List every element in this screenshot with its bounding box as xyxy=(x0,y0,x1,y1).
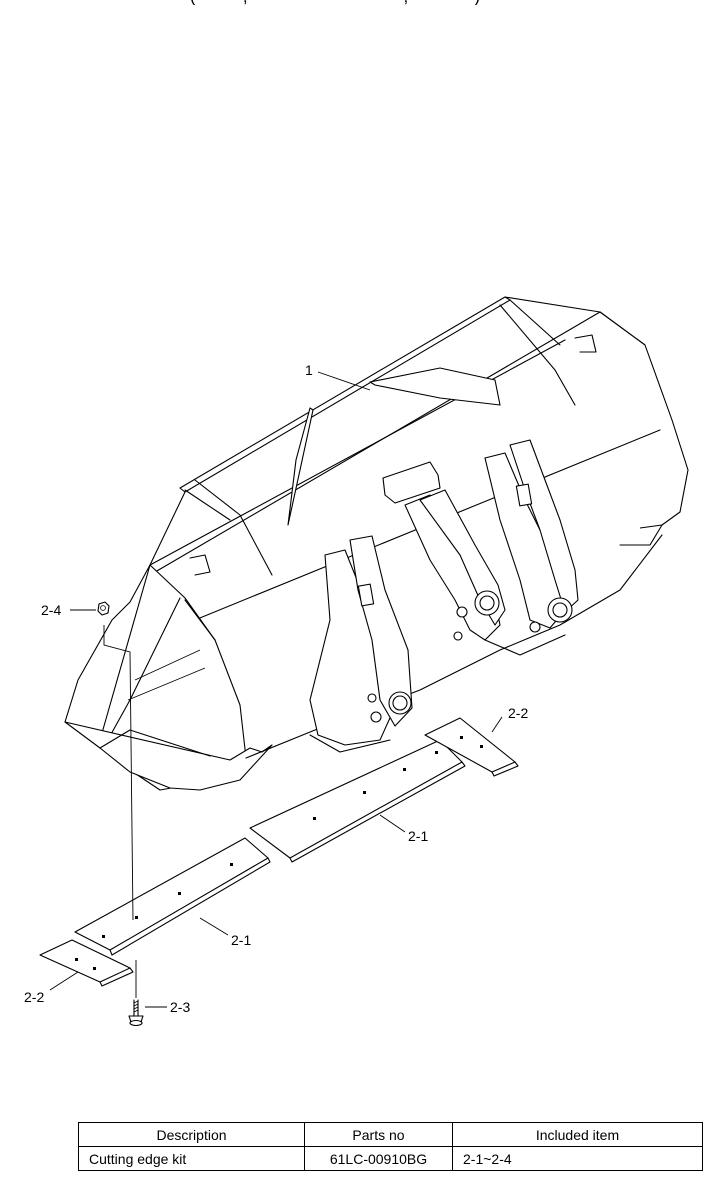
plow-bolt xyxy=(128,999,144,1027)
leader-lines xyxy=(49,371,503,1008)
callout-corner-right: 2-2 xyxy=(508,705,528,721)
cutting-edge-left xyxy=(74,837,271,956)
callout-edge-left: 2-1 xyxy=(231,932,251,948)
callout-bolt: 2-3 xyxy=(170,999,190,1015)
cell-included-item: 2-1~2-4 xyxy=(452,1146,703,1171)
parts-table: Description Parts no Included item Cutti… xyxy=(78,1122,703,1171)
cell-description: Cutting edge kit xyxy=(78,1146,305,1171)
cutting-edge-right xyxy=(249,739,466,863)
corner-piece-left xyxy=(39,939,134,987)
header-description: Description xyxy=(78,1122,305,1147)
callout-edge-right: 2-1 xyxy=(408,828,428,844)
cell-parts-no: 61LC-00910BG xyxy=(304,1146,453,1171)
bucket-assembly xyxy=(64,296,689,791)
callout-nut: 2-4 xyxy=(41,602,61,618)
callout-bucket: 1 xyxy=(305,362,313,378)
callout-corner-left: 2-2 xyxy=(24,989,44,1005)
page-header-fragment: ( , , ) xyxy=(190,0,630,5)
hex-nut xyxy=(97,601,110,616)
assembly-centerlines xyxy=(103,625,137,998)
corner-piece-right xyxy=(424,717,519,777)
table-header-row: Description Parts no Included item xyxy=(78,1122,703,1147)
header-parts-no: Parts no xyxy=(304,1122,453,1147)
header-included-item: Included item xyxy=(452,1122,703,1147)
table-row: Cutting edge kit 61LC-00910BG 2-1~2-4 xyxy=(78,1146,703,1171)
